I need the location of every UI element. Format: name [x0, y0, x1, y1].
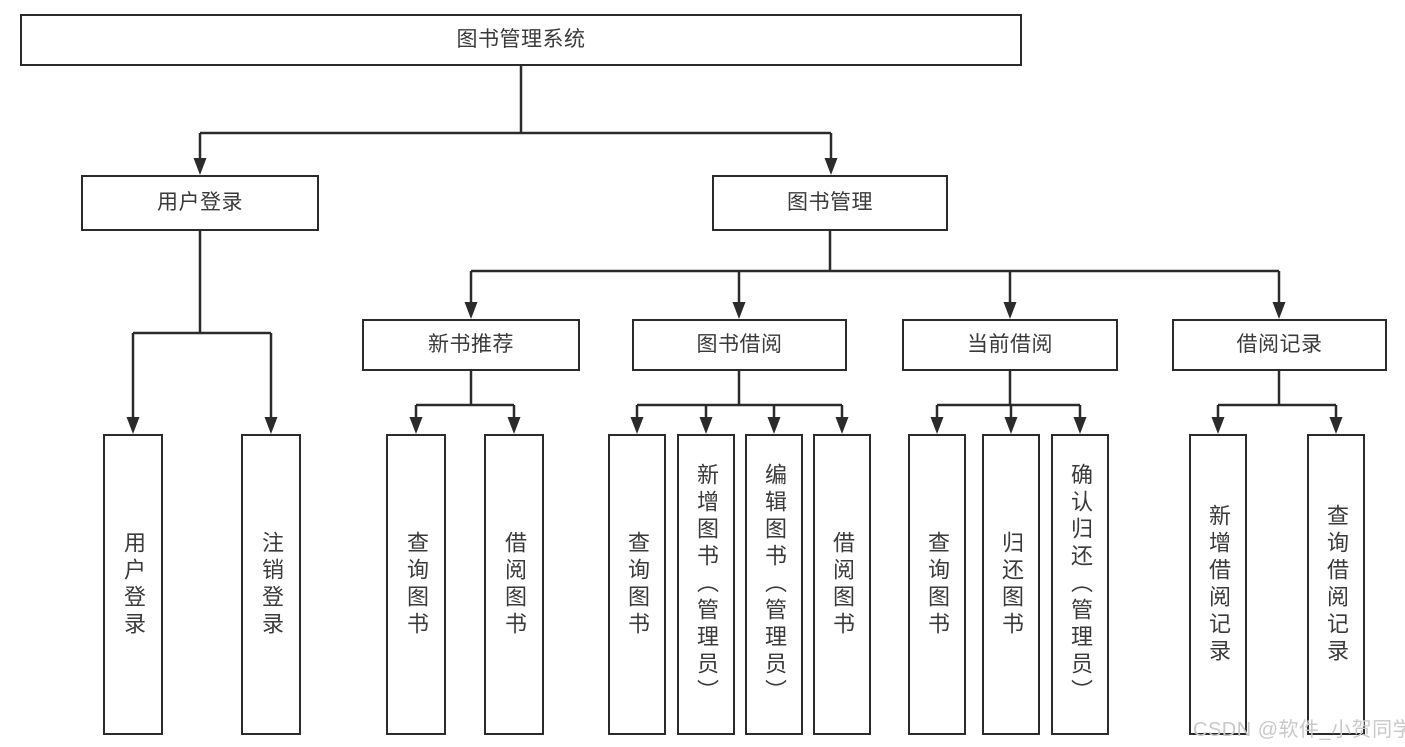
node-bookmgr[interactable]: 图书管理 — [712, 175, 948, 231]
node-label-records: 借阅记录 — [1236, 332, 1323, 356]
arrow-to-n-borrow-head — [507, 417, 521, 434]
node-label-b_lend: 借阅图书 — [830, 530, 855, 639]
node-c_return[interactable]: 归还图书 — [982, 434, 1040, 735]
node-borrow[interactable]: 图书借阅 — [632, 319, 847, 371]
node-label-b_query: 查询图书 — [625, 530, 650, 639]
node-newbook[interactable]: 新书推荐 — [362, 319, 580, 371]
arrow-to-c-query-head — [930, 417, 944, 434]
node-records[interactable]: 借阅记录 — [1172, 319, 1387, 371]
arrow-to-current-head — [1003, 302, 1017, 319]
node-label-login: 用户登录 — [157, 190, 243, 214]
arrow-to-l-login-head — [126, 417, 140, 434]
node-label-n_borrow: 借阅图书 — [502, 530, 527, 639]
arrow-to-r-query-head — [1329, 417, 1343, 434]
node-label-b_add: 新增图书（管理员） — [694, 463, 719, 706]
node-l_login[interactable]: 用户登录 — [103, 434, 163, 735]
arrow-to-newbook-head — [464, 302, 478, 319]
arrow-to-records-head — [1272, 302, 1286, 319]
node-label-r_add: 新增借阅记录 — [1206, 503, 1231, 666]
node-label-current: 当前借阅 — [967, 332, 1053, 356]
arrow-to-bookmgr-head — [824, 158, 838, 175]
arrow-to-l-logout-head — [264, 417, 278, 434]
node-b_add[interactable]: 新增图书（管理员） — [677, 434, 735, 735]
node-label-b_edit: 编辑图书（管理员） — [762, 463, 787, 706]
node-n_query[interactable]: 查询图书 — [386, 434, 446, 735]
node-l_logout[interactable]: 注销登录 — [241, 434, 301, 735]
arrow-to-b-lend-head — [835, 417, 849, 434]
node-label-n_query: 查询图书 — [404, 530, 429, 639]
node-label-l_logout: 注销登录 — [259, 530, 284, 639]
node-c_confirm[interactable]: 确认归还（管理员） — [1051, 434, 1109, 735]
node-login[interactable]: 用户登录 — [81, 175, 319, 231]
arrow-to-b-add-head — [699, 417, 713, 434]
node-label-c_confirm: 确认归还（管理员） — [1068, 463, 1093, 706]
arrow-to-b-edit-head — [767, 417, 781, 434]
arrow-to-b-query-head — [630, 417, 644, 434]
watermark: CSDN @软件_小贺同学 — [1193, 719, 1405, 741]
node-label-borrow: 图书借阅 — [696, 332, 783, 356]
node-label-c_return: 归还图书 — [999, 530, 1024, 639]
node-c_query[interactable]: 查询图书 — [908, 434, 966, 735]
node-r_add[interactable]: 新增借阅记录 — [1189, 434, 1247, 735]
node-label-bookmgr: 图书管理 — [787, 190, 873, 214]
node-r_query[interactable]: 查询借阅记录 — [1307, 434, 1365, 735]
node-current[interactable]: 当前借阅 — [902, 319, 1118, 371]
arrow-to-borrow-head — [732, 302, 746, 319]
node-b_query[interactable]: 查询图书 — [608, 434, 666, 735]
arrow-to-login-head — [193, 158, 207, 175]
arrow-to-c-confirm-head — [1073, 417, 1087, 434]
node-b_edit[interactable]: 编辑图书（管理员） — [745, 434, 803, 735]
node-label-c_query: 查询图书 — [925, 530, 950, 639]
node-n_borrow[interactable]: 借阅图书 — [484, 434, 544, 735]
node-root[interactable]: 图书管理系统 — [20, 14, 1022, 66]
arrow-to-n-query-head — [409, 417, 423, 434]
node-label-newbook: 新书推荐 — [428, 332, 514, 356]
arrow-to-c-return-head — [1004, 417, 1018, 434]
node-b_lend[interactable]: 借阅图书 — [813, 434, 871, 735]
node-label-l_login: 用户登录 — [121, 530, 146, 639]
node-label-r_query: 查询借阅记录 — [1324, 503, 1349, 666]
arrow-to-r-add-head — [1211, 417, 1225, 434]
node-label-root: 图书管理系统 — [456, 27, 586, 51]
